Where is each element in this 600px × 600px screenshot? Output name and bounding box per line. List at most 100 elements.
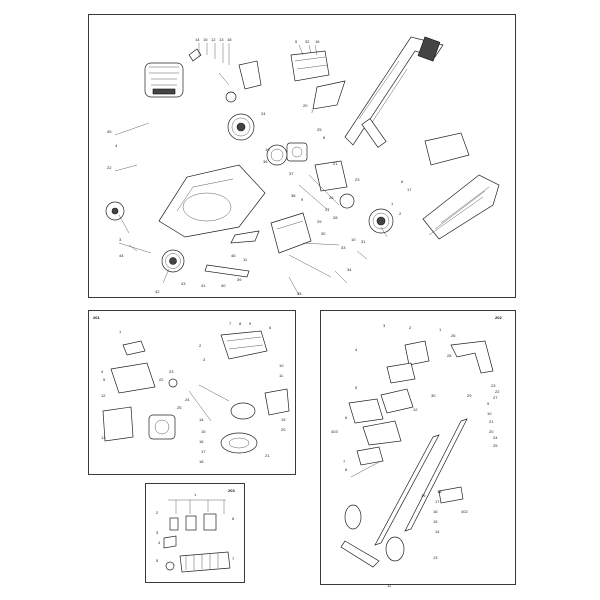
callout-label: 1	[439, 327, 442, 332]
callout-label: 1	[119, 329, 122, 334]
rear-cover	[290, 50, 346, 110]
panel-tag: 202	[495, 315, 502, 320]
callout-label: 4	[101, 369, 104, 374]
callout-label: 31	[361, 239, 366, 244]
callout-label: 20	[303, 103, 308, 108]
callout-label: 6	[232, 516, 235, 521]
callout-label: 1	[194, 492, 197, 497]
rear-wheel-top	[227, 113, 255, 141]
callout-label: 7	[229, 321, 232, 326]
callout-label: 18	[227, 37, 232, 42]
main-exploded-view-panel: 14 15 12 13 18 5 32 16 45 22 7 25 8 24 1…	[88, 14, 516, 298]
motor-201	[102, 406, 176, 442]
callout-label: 15	[433, 519, 438, 524]
callout-label: 13	[433, 555, 438, 560]
callout-label: 38	[291, 193, 296, 198]
handle-assembly-panel-202: 202 1 2 3 4 5 6	[320, 310, 516, 588]
lower-parts-202	[340, 486, 464, 568]
callout-label: 44	[119, 253, 124, 258]
callout-label: 20	[281, 427, 286, 432]
callout-label: 23	[491, 383, 496, 388]
upper-handle-202	[386, 340, 494, 384]
callout-label: 21	[265, 453, 270, 458]
callout-label: 34	[347, 267, 352, 272]
callout-label: 3	[383, 323, 386, 328]
main-callout-labels: 14 15 12 13 18 5 32 16 45 22 7 25 8 24 1…	[107, 37, 412, 296]
callout-label: 10	[279, 363, 284, 368]
callout-label: 28	[447, 353, 452, 358]
panel-201-callouts: 1 2 3 4 5 6 7 8 9 10 11 12 13 14 15 16 1…	[101, 321, 286, 464]
callout-label: 403	[331, 429, 338, 434]
board-201	[168, 378, 290, 422]
callout-label: 4	[158, 540, 161, 545]
wheel-right	[368, 208, 394, 234]
top-cover-201	[220, 330, 268, 360]
panel-202-callouts: 1 2 3 4 5 6 7 8 9 10 11 12 13 14 15 16 1…	[331, 323, 500, 588]
callout-label: 25	[493, 443, 498, 448]
callout-label: 28	[333, 215, 338, 220]
callout-label: 4	[115, 143, 118, 148]
callout-label: 40	[221, 283, 226, 288]
blade	[204, 264, 250, 278]
callout-label: 13	[219, 37, 224, 42]
callout-label: 42	[155, 289, 160, 294]
callout-label: 39	[237, 277, 242, 282]
callout-label: 33	[341, 245, 346, 250]
callout-label: 19	[421, 493, 426, 498]
callout-label: 16	[199, 439, 204, 444]
callout-label: 9	[301, 197, 304, 202]
callout-label: 16	[433, 509, 438, 514]
callout-label: 21	[333, 161, 338, 166]
callout-label: 25	[317, 127, 322, 132]
callout-label: 11	[387, 583, 392, 588]
callout-label: 23	[355, 177, 360, 182]
handle-bars-202	[350, 418, 468, 546]
callout-label: 24	[493, 435, 498, 440]
panel-tag: 201	[93, 315, 100, 320]
callout-label: 24	[185, 397, 190, 402]
callout-label: 35	[297, 291, 302, 296]
callout-label: 16	[315, 39, 320, 44]
callout-label: 32	[305, 39, 310, 44]
panel-tag: 203	[228, 488, 235, 493]
callout-label: 17	[407, 187, 412, 192]
callout-label: 10	[487, 411, 492, 416]
callout-label: 27	[325, 207, 330, 212]
callout-label: 17	[201, 449, 206, 454]
callout-label: 3	[119, 237, 122, 242]
motor-detail-panel-203: 203 1 2 3 4 5 6 7	[145, 483, 245, 583]
front-cover	[230, 212, 312, 254]
callout-label: 2	[199, 343, 202, 348]
callout-label: 5	[103, 377, 106, 382]
callout-label: 24	[261, 111, 266, 116]
callout-label: 6	[345, 415, 348, 420]
callout-label: 8	[345, 467, 348, 472]
callout-label: 19	[281, 417, 286, 422]
callout-label: 14	[435, 529, 440, 534]
axle-gear	[266, 144, 288, 166]
callout-label: 22	[107, 165, 112, 170]
callout-label: 10	[351, 237, 356, 242]
callout-label: 22	[495, 389, 500, 394]
callout-label: 29	[467, 393, 472, 398]
callout-label: 5	[355, 385, 358, 390]
callout-label: 11	[243, 257, 248, 262]
callout-label: 25	[177, 405, 182, 410]
rear-wheel-bottom	[161, 249, 185, 273]
callout-label: 15	[203, 37, 208, 42]
callout-label: 9	[249, 321, 252, 326]
motor-parts-203	[163, 513, 231, 573]
callout-label: 30	[431, 393, 436, 398]
motor-assembly	[286, 142, 355, 212]
front-wheel-left	[105, 201, 125, 221]
callout-label: 12	[101, 393, 106, 398]
fan-201	[220, 402, 258, 454]
callout-label: 7	[343, 459, 346, 464]
callout-label: 5	[295, 39, 298, 44]
callout-label: 14	[199, 417, 204, 422]
callout-label: 13	[101, 435, 106, 440]
callout-label: 20	[489, 429, 494, 434]
callout-label: 23	[169, 369, 174, 374]
callout-label: 19	[265, 147, 270, 152]
callout-label: 6	[269, 325, 272, 330]
